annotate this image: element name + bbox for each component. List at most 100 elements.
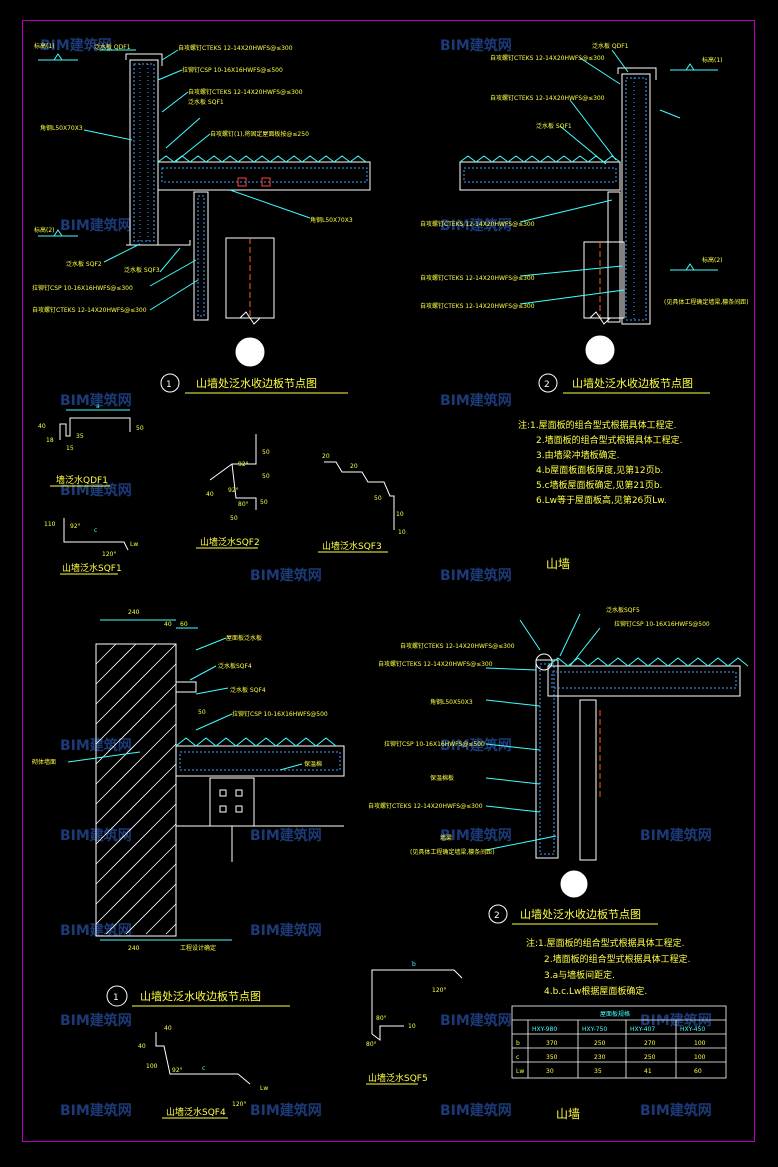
- part-sqf3-labels: 20 20 50 10 10 山墙泛水SQF3: [322, 453, 406, 552]
- svg-text:50: 50: [136, 425, 144, 432]
- svg-text:20: 20: [350, 463, 358, 470]
- callout: 拉铆钉CSP 10-16X16HWFS@≤500: [384, 740, 485, 748]
- table-cell: 370: [546, 1040, 558, 1047]
- svg-text:50: 50: [260, 499, 268, 506]
- watermark: BIM建筑网: [440, 37, 512, 54]
- table-cell: 100: [694, 1040, 706, 1047]
- callout: 泛水板 SQF1: [536, 122, 572, 130]
- callout: 泛水板 QDF1: [94, 43, 131, 51]
- section-label: 山墙: [546, 557, 570, 571]
- svg-text:40: 40: [164, 1025, 172, 1032]
- part-sqf2: [196, 434, 258, 549]
- note-line: 注:1.屋面板的组合型式根据具体工程定.: [526, 937, 684, 949]
- svg-text:92°: 92°: [172, 1067, 183, 1074]
- callout: 泛水板 SQF2: [66, 260, 102, 268]
- detail-top-right: [459, 49, 718, 394]
- table-cell: c: [516, 1054, 519, 1061]
- svg-text:92°: 92°: [238, 461, 249, 468]
- part-qdf1-labels: a 40 18 15 35 50 墙泛水QDF1: [38, 403, 144, 486]
- note-line: 2.墙面板的组合型式根据具体工程定.: [544, 953, 690, 965]
- section-label: 山墙: [556, 1107, 580, 1121]
- svg-text:35: 35: [76, 433, 84, 440]
- watermark: BIM建筑网: [40, 37, 112, 54]
- detail-number: 1: [166, 380, 172, 390]
- svg-text:120°: 120°: [102, 551, 116, 558]
- part-label: 山墙泛水SQF2: [200, 536, 260, 548]
- watermark: BIM建筑网: [60, 392, 132, 409]
- table-cell: 30: [546, 1068, 554, 1075]
- watermark: BIM建筑网: [250, 922, 322, 939]
- svg-text:Lw: Lw: [260, 1085, 268, 1092]
- watermark: BIM建筑网: [60, 217, 132, 234]
- note-line: 3.由墙梁冲墙板确定.: [536, 449, 619, 461]
- callout: 泛水板SQF5: [606, 606, 640, 614]
- table-cell: 41: [644, 1068, 652, 1075]
- callout: 保温棉: [304, 760, 322, 768]
- callout: 自攻螺钉CTEKS 12-14X20HWFS@≤300: [420, 274, 535, 282]
- watermarks: BIM建筑网 BIM建筑网 BIM建筑网 BIM建筑网 BIM建筑网 BIM建筑…: [40, 37, 712, 1119]
- part-sqf5: [366, 969, 463, 1085]
- callout: 泛水板SQF4: [218, 662, 252, 670]
- part-sqf1: [60, 518, 129, 575]
- svg-text:40: 40: [206, 491, 214, 498]
- svg-text:40: 40: [138, 1043, 146, 1050]
- table-cell: Lw: [516, 1068, 524, 1075]
- watermark: BIM建筑网: [440, 737, 512, 754]
- svg-text:240: 240: [128, 945, 140, 952]
- svg-text:15: 15: [66, 445, 74, 452]
- callout: 角钢L50X50X3: [430, 698, 473, 706]
- table-cell: 250: [644, 1054, 656, 1061]
- part-qdf1: [50, 409, 131, 487]
- table-header: HXY-407: [630, 1026, 655, 1033]
- level-label: 标高(2): [702, 256, 723, 264]
- svg-text:110: 110: [44, 521, 56, 528]
- detail-title: 山墙处泛水收边板节点图: [572, 376, 693, 390]
- svg-text:100: 100: [146, 1063, 158, 1070]
- watermark: BIM建筑网: [440, 1102, 512, 1119]
- watermark: BIM建筑网: [440, 827, 512, 844]
- callout: 拉铆钉CSP 10-16X16HWFS@500: [614, 620, 710, 628]
- watermark: BIM建筑网: [250, 827, 322, 844]
- callout: 泛水板 SQF4: [230, 686, 266, 694]
- table-header: HXY-750: [582, 1026, 607, 1033]
- watermark: BIM建筑网: [440, 217, 512, 234]
- svg-text:240: 240: [128, 609, 140, 616]
- detail-title: 山墙处泛水收边板节点图: [140, 989, 261, 1003]
- callout: 屋面板泛水板: [226, 634, 262, 642]
- svg-text:50: 50: [198, 709, 206, 716]
- callout: 泛水板 SQF3: [124, 266, 160, 274]
- callout: 泛水板 QDF1: [592, 42, 629, 50]
- svg-text:120°: 120°: [432, 987, 446, 994]
- detail-top-left-labels: 泛水板 QDF1 自攻螺钉CTEKS 12-14X20HWFS@≤300 拉铆钉…: [32, 42, 353, 390]
- note-line: 注:1.屋面板的组合型式根据具体工程定.: [518, 419, 676, 431]
- svg-text:40: 40: [38, 423, 46, 430]
- table-cell: 100: [694, 1054, 706, 1061]
- detail-title: 山墙处泛水收边板节点图: [520, 907, 641, 921]
- notes-lower: 注:1.屋面板的组合型式根据具体工程定. 2.墙面板的组合型式根据具体工程定. …: [526, 937, 690, 1121]
- detail-bottom-left: [67, 619, 345, 1007]
- svg-text:10: 10: [396, 511, 404, 518]
- table-cell: 350: [546, 1054, 558, 1061]
- callout: 自攻螺钉CTEKS 12-14X20HWFS@≤300: [400, 642, 515, 650]
- drawing-frame: [22, 20, 755, 1142]
- table-header: HXY-450: [680, 1026, 705, 1033]
- detail-number: 2: [494, 911, 500, 921]
- detail-number: 2: [544, 380, 550, 390]
- detail-top-left: [38, 49, 371, 394]
- table-cell: 250: [594, 1040, 606, 1047]
- table-cell: 35: [594, 1068, 602, 1075]
- spec-table-text: 屋面板规格 HXY-980 HXY-750 HXY-407 HXY-450 b …: [516, 1010, 706, 1075]
- callout: 自攻螺钉CTEKS 12-14X20HWFS@≤300: [420, 220, 535, 228]
- callout: (见具体工程确定墙梁,檩条间距): [410, 848, 495, 856]
- callout: 自攻螺钉CTEKS 12-14X20HWFS@≤300: [188, 88, 303, 96]
- callout: 墙梁: [440, 834, 452, 842]
- table-cell: 60: [694, 1068, 702, 1075]
- detail-number: 1: [113, 993, 119, 1003]
- table-header: HXY-980: [532, 1026, 557, 1033]
- note-line: 6.Lw等于屋面板高,见第26页Lw.: [536, 494, 667, 506]
- part-label: 山墙泛水SQF1: [62, 562, 122, 574]
- detail-top-right-labels: 泛水板 QDF1 自攻螺钉CTEKS 12-14X20HWFS@≤300 自攻螺…: [420, 42, 749, 390]
- svg-text:10: 10: [408, 1023, 416, 1030]
- watermark: BIM建筑网: [440, 567, 512, 584]
- svg-text:50: 50: [262, 473, 270, 480]
